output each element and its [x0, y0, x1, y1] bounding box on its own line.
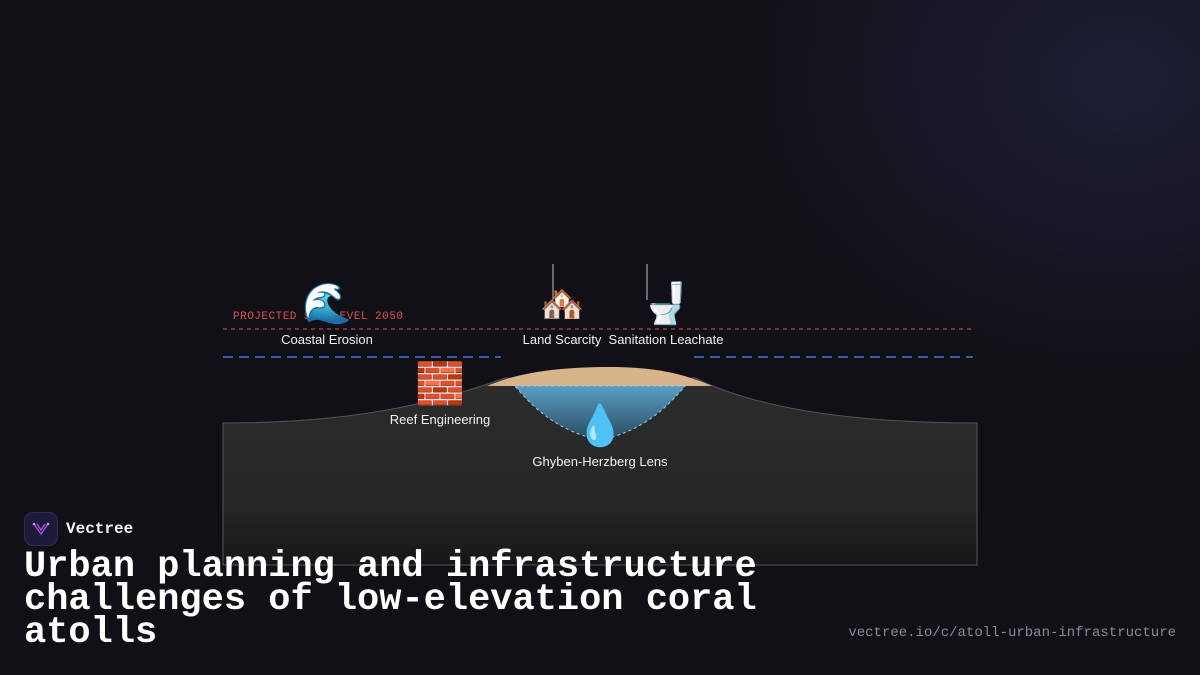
land-scarcity-label: Land Scarcity: [522, 332, 602, 347]
toilet-icon: 🚽: [641, 281, 691, 327]
brick-icon: 🧱: [415, 361, 465, 407]
island-landmass: [222, 377, 978, 566]
sanitation-leachate-label: Sanitation Leachate: [608, 332, 724, 347]
brand: Vectree: [24, 512, 133, 546]
freshwater-lens: [513, 385, 687, 441]
sea-level-label: PROJECTED SEA LEVEL 2050: [233, 311, 404, 323]
vectree-logo-icon: [24, 512, 58, 546]
water-wave-icon: 🌊: [302, 281, 352, 327]
island-sand: [487, 367, 712, 386]
coastal-erosion-label: Coastal Erosion: [281, 332, 373, 347]
droplet-icon: 💧: [575, 403, 625, 449]
brand-name: Vectree: [66, 520, 134, 538]
reef-engineering-label: Reef Engineering: [389, 412, 491, 427]
houses-icon: 🏘️: [539, 284, 585, 325]
ghyben-herzberg-lens-label: Ghyben-Herzberg Lens: [532, 454, 668, 469]
source-url[interactable]: vectree.io/c/atoll-urban-infrastructure: [848, 625, 1176, 641]
page-title: Urban planning and infrastructure challe…: [24, 546, 757, 654]
